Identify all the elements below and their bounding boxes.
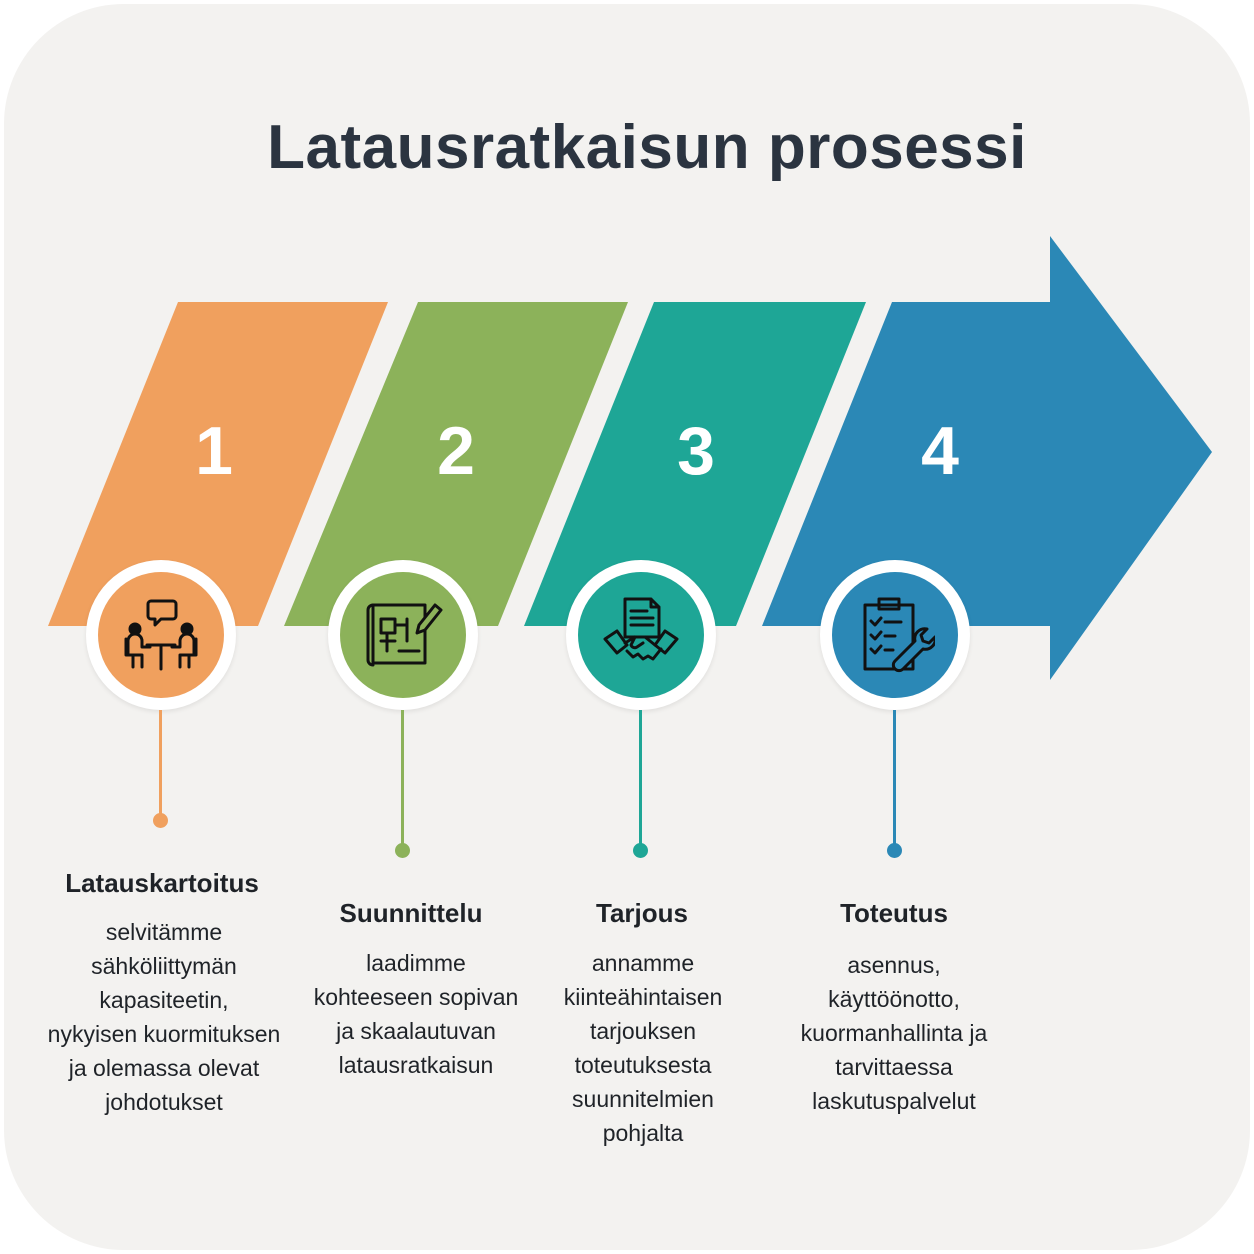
step-1-connector [159, 710, 162, 818]
step-1-connector-dot [153, 813, 168, 828]
step-4-connector [893, 710, 896, 848]
step-2-desc-line: kohteeseen sopivan [313, 984, 519, 1010]
step-3-icon-badge [566, 560, 716, 710]
meeting-icon [124, 599, 198, 671]
step-2-desc-line: ja skaalautuvan [336, 1018, 496, 1044]
step-3-title: Tarjous [596, 898, 688, 928]
step-1-number: 1 [195, 413, 233, 489]
blueprint-pencil-icon [366, 603, 443, 667]
handshake-document-icon [603, 597, 679, 661]
step-2-connector-dot [395, 843, 410, 858]
step-2-desc-line: latausratkaisun [338, 1052, 494, 1078]
step-1-desc-line: johdotukset [105, 1089, 223, 1115]
step-1-desc-line: ja olemassa olevat [68, 1055, 260, 1081]
step-4-icon-badge [820, 560, 970, 710]
step-1-icon-badge [86, 560, 236, 710]
step-3-desc-line: annamme [591, 950, 695, 976]
step-2-title: Suunnittelu [339, 898, 483, 928]
arrow-segment-2 [284, 302, 628, 626]
step-3-desc-line: pohjalta [602, 1120, 684, 1146]
page-title: Latausratkaisun prosessi [267, 113, 1027, 182]
step-4-connector-dot [887, 843, 902, 858]
step-1-desc-line: selvitämme [105, 919, 223, 945]
step-4-desc-line: laskutuspalvelut [812, 1088, 976, 1114]
step-2-desc-line: laadimme [366, 950, 466, 976]
arrow-segment-1 [48, 302, 388, 626]
clipboard-wrench-icon [863, 597, 935, 673]
step-4-description: asennus, käyttöönotto, kuormanhallinta j… [754, 948, 1034, 1118]
step-4-desc-line: käyttöönotto, [828, 986, 960, 1012]
step-3-desc-line: suunnitelmien [572, 1086, 714, 1112]
step-2-description: laadimme kohteeseen sopivan ja skaalautu… [276, 946, 556, 1082]
step-1-desc-line: sähköliittymän [91, 953, 237, 979]
step-3-connector-dot [633, 843, 648, 858]
step-4-desc-line: tarvittaessa [835, 1054, 953, 1080]
step-2-connector [401, 710, 404, 848]
step-3-description: annamme kiinteähintaisen tarjouksen tote… [503, 946, 783, 1150]
step-4-number: 4 [921, 413, 959, 489]
step-1-desc-line: kapasiteetin, [99, 987, 229, 1013]
step-3-desc-line: tarjouksen [589, 1018, 697, 1044]
step-3-connector [639, 710, 642, 848]
step-1-desc-line: nykyisen kuormituksen [47, 1021, 281, 1047]
step-1-title: Latauskartoitus [65, 868, 259, 898]
step-3-desc-line: toteutuksesta [574, 1052, 712, 1078]
step-4-desc-line: kuormanhallinta ja [800, 1020, 988, 1046]
step-4-desc-line: asennus, [847, 952, 941, 978]
step-2-icon-badge [328, 560, 478, 710]
step-3-number: 3 [677, 413, 715, 489]
step-4-title: Toteutus [840, 898, 948, 928]
step-1-description: selvitämme sähköliittymän kapasiteetin, … [24, 915, 304, 1119]
arrow-segment-3 [524, 302, 866, 626]
step-3-desc-line: kiinteähintaisen [563, 984, 723, 1010]
step-2-number: 2 [437, 413, 475, 489]
